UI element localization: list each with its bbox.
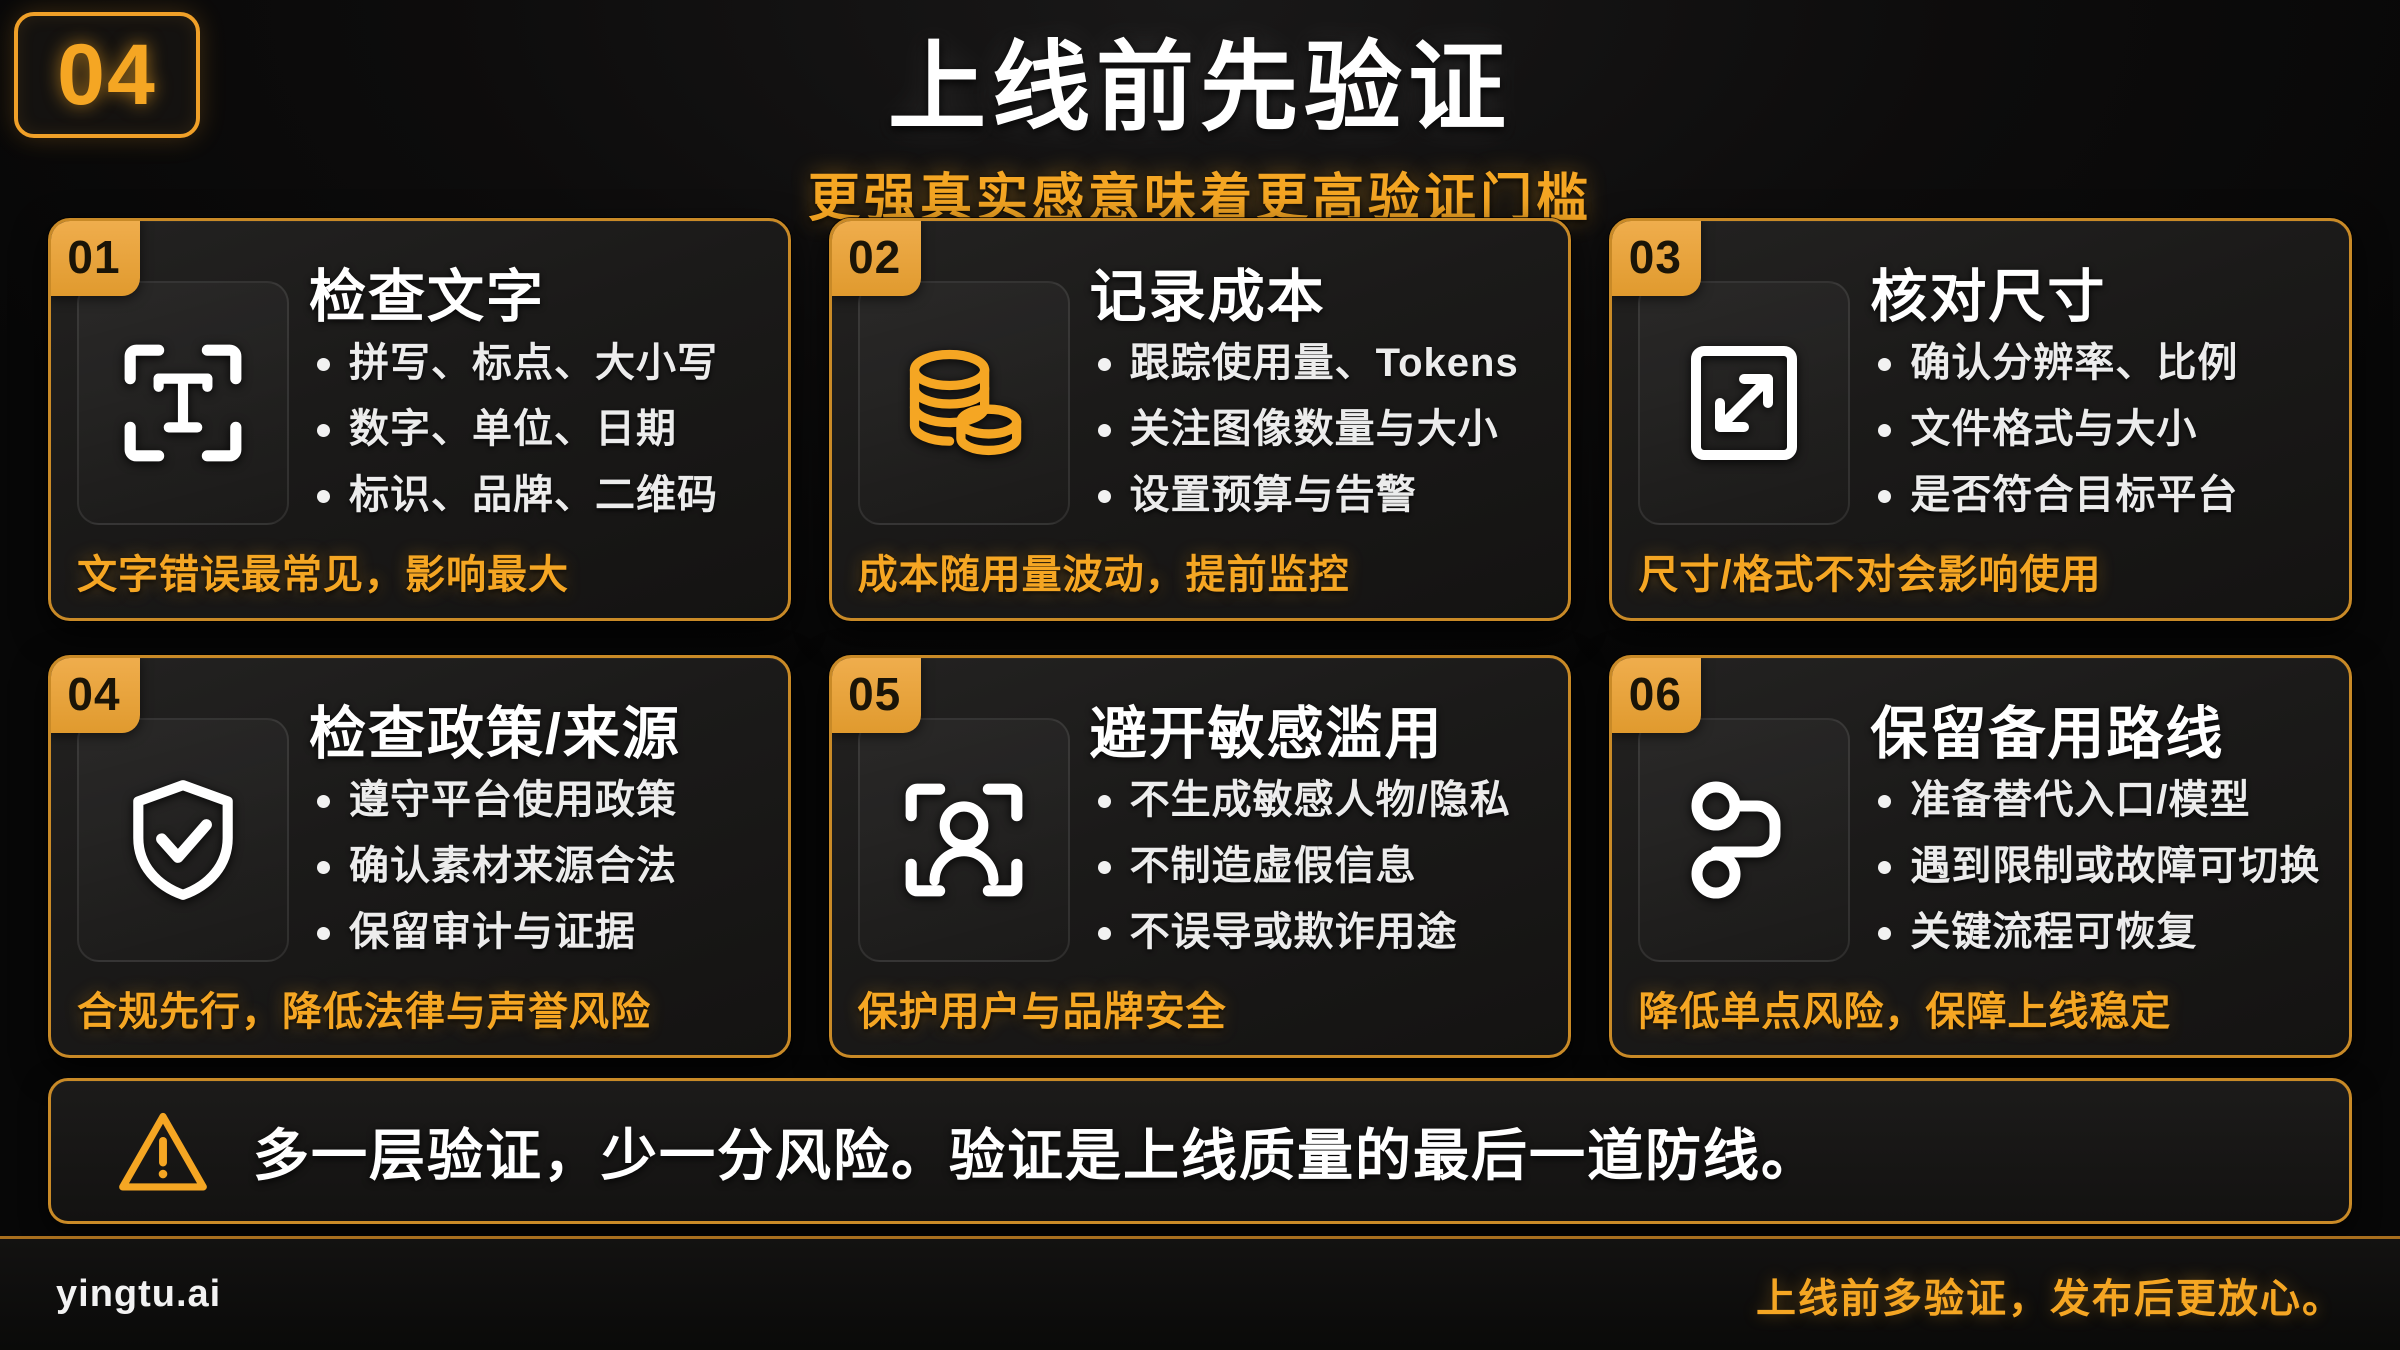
card-02-title: 记录成本 xyxy=(1089,265,1326,329)
card-03[interactable]: 03 核对尺寸 确认分辨率、比例 文件格式与大小 是否符合目标平台 xyxy=(1609,218,2352,621)
card-06-body: 保留备用路线 准备替代入口/模型 遇到限制或故障可切换 关键流程可恢复 xyxy=(1638,686,2323,962)
coins-stack-icon xyxy=(909,349,1021,456)
person-scan-icon xyxy=(905,783,1023,897)
card-02-footer: 成本随用量波动，提前监控 xyxy=(857,553,1350,597)
card-03-icon-box xyxy=(1638,281,1851,525)
card-03-title: 核对尺寸 xyxy=(1870,265,2107,329)
warning-triangle-icon xyxy=(119,1112,207,1191)
card-04-title: 检查政策/来源 xyxy=(309,702,681,766)
card-01-body: 检查文字 拼写、标点、大小写 数字、单位、日期 标识、品牌、二维码 xyxy=(77,249,762,525)
card-04[interactable]: 04 检查政策/来源 遵守平台使用政策 确认素材来源合法 保留审计与证据 xyxy=(48,655,791,1058)
card-04-text: 检查政策/来源 遵守平台使用政策 确认素材来源合法 保留审计与证据 xyxy=(309,702,762,954)
card-05-bullets: 不生成敏感人物/隐私 不制造虚假信息 不误导或欺诈用途 xyxy=(1090,780,1543,952)
card-06-title: 保留备用路线 xyxy=(1870,702,2225,766)
card-02-text: 记录成本 跟踪使用量、Tokens 关注图像数量与大小 设置预算与告警 xyxy=(1090,265,1543,517)
card-04-bullet-2: 确认素材来源合法 xyxy=(309,846,762,886)
card-06-bullet-2: 遇到限制或故障可切换 xyxy=(1870,846,2323,886)
card-01-title: 检查文字 xyxy=(309,265,545,329)
card-05-bullet-2: 不制造虚假信息 xyxy=(1090,846,1543,886)
card-grid: 01 检查文字 拼写、标点、大小写 数字、单位、日期 标识、品牌、二维码 xyxy=(48,218,2352,1058)
card-06[interactable]: 06 保留备用路线 准备替代入口/模型 遇到限制或故障可切换 关键流程 xyxy=(1609,655,2352,1058)
card-05-bullet-1: 不生成敏感人物/隐私 xyxy=(1090,780,1543,820)
card-04-body: 检查政策/来源 遵守平台使用政策 确认素材来源合法 保留审计与证据 xyxy=(77,686,762,962)
card-03-bullets: 确认分辨率、比例 文件格式与大小 是否符合目标平台 xyxy=(1870,343,2323,515)
card-01-bullet-2: 数字、单位、日期 xyxy=(309,409,762,449)
card-04-bullet-3: 保留审计与证据 xyxy=(309,912,762,952)
card-02-bullet-1: 跟踪使用量、Tokens xyxy=(1090,343,1543,383)
card-04-bullet-1: 遵守平台使用政策 xyxy=(309,780,762,820)
header: 04 上线前先验证 更强真实感意味着更高验证门槛 xyxy=(0,0,2400,228)
card-02-bullet-2: 关注图像数量与大小 xyxy=(1090,409,1543,449)
card-03-bullet-3: 是否符合目标平台 xyxy=(1870,475,2323,515)
card-02-number: 02 xyxy=(831,221,921,296)
route-nodes-icon xyxy=(1691,781,1781,899)
card-01-text: 检查文字 拼写、标点、大小写 数字、单位、日期 标识、品牌、二维码 xyxy=(309,265,762,517)
card-06-bullet-1: 准备替代入口/模型 xyxy=(1870,780,2323,820)
card-05-title: 避开敏感滥用 xyxy=(1089,702,1444,766)
card-02-bullet-3: 设置预算与告警 xyxy=(1090,475,1543,515)
summary-banner-text: 多一层验证，少一分风险。验证是上线质量的最后一道防线。 xyxy=(253,1123,1819,1187)
chapter-number-text: 04 xyxy=(57,26,157,123)
text-scan-icon xyxy=(124,344,242,462)
card-04-number: 04 xyxy=(50,658,140,733)
card-06-number: 06 xyxy=(1612,658,1702,733)
card-06-bullets: 准备替代入口/模型 遇到限制或故障可切换 关键流程可恢复 xyxy=(1870,780,2323,952)
card-01-icon-box xyxy=(77,281,289,525)
card-01-bullet-1: 拼写、标点、大小写 xyxy=(309,343,762,383)
card-05-icon-box xyxy=(857,718,1070,962)
card-03-body: 核对尺寸 确认分辨率、比例 文件格式与大小 是否符合目标平台 xyxy=(1638,249,2323,525)
card-03-bullet-1: 确认分辨率、比例 xyxy=(1870,343,2323,383)
brand-label: yingtu.ai xyxy=(56,1273,222,1315)
resize-square-icon xyxy=(1691,346,1798,460)
card-04-footer: 合规先行，降低法律与声誉风险 xyxy=(77,990,651,1034)
title-block: 上线前先验证 更强真实感意味着更高验证门槛 xyxy=(0,8,2400,231)
card-03-bullet-2: 文件格式与大小 xyxy=(1870,409,2323,449)
card-01-number: 01 xyxy=(50,221,140,296)
card-05-text: 避开敏感滥用 不生成敏感人物/隐私 不制造虚假信息 不误导或欺诈用途 xyxy=(1090,702,1543,954)
card-01-footer: 文字错误最常见，影响最大 xyxy=(77,553,569,597)
card-04-bullets: 遵守平台使用政策 确认素材来源合法 保留审计与证据 xyxy=(309,780,762,952)
card-02-icon-box xyxy=(857,281,1070,525)
card-01-bullets: 拼写、标点、大小写 数字、单位、日期 标识、品牌、二维码 xyxy=(309,343,762,515)
card-06-footer: 降低单点风险，保障上线稳定 xyxy=(1638,990,2172,1034)
card-05-footer: 保护用户与品牌安全 xyxy=(857,990,1227,1034)
card-03-text: 核对尺寸 确认分辨率、比例 文件格式与大小 是否符合目标平台 xyxy=(1870,265,2323,517)
card-02[interactable]: 02 记录成本 跟踪使用量、Tokens xyxy=(828,218,1572,621)
summary-banner: 多一层验证，少一分风险。验证是上线质量的最后一道防线。 xyxy=(48,1078,2352,1224)
card-05-number: 05 xyxy=(831,658,921,733)
card-05-bullet-3: 不误导或欺诈用途 xyxy=(1090,912,1543,952)
footer-tagline: 上线前多验证，发布后更放心。 xyxy=(1756,1276,2344,1321)
card-01-bullet-3: 标识、品牌、二维码 xyxy=(309,475,762,515)
card-02-bullets: 跟踪使用量、Tokens 关注图像数量与大小 设置预算与告警 xyxy=(1090,343,1543,515)
card-06-icon-box xyxy=(1638,718,1851,962)
card-02-body: 记录成本 跟踪使用量、Tokens 关注图像数量与大小 设置预算与告警 xyxy=(857,249,1543,525)
shield-check-icon xyxy=(133,780,233,900)
card-05[interactable]: 05 避开敏感滥用 不生成敏感人物/隐私 不制造虚假信息 不误导或欺诈用途 xyxy=(828,655,1572,1058)
card-05-body: 避开敏感滥用 不生成敏感人物/隐私 不制造虚假信息 不误导或欺诈用途 xyxy=(857,686,1543,962)
card-01[interactable]: 01 检查文字 拼写、标点、大小写 数字、单位、日期 标识、品牌、二维码 xyxy=(48,218,791,621)
card-03-footer: 尺寸/格式不对会影响使用 xyxy=(1638,553,2102,597)
card-06-text: 保留备用路线 准备替代入口/模型 遇到限制或故障可切换 关键流程可恢复 xyxy=(1870,702,2323,954)
card-04-icon-box xyxy=(77,718,289,962)
page-footer: yingtu.ai 上线前多验证，发布后更放心。 xyxy=(0,1236,2400,1350)
page-title: 上线前先验证 xyxy=(887,32,1512,142)
card-06-bullet-3: 关键流程可恢复 xyxy=(1870,912,2323,952)
card-03-number: 03 xyxy=(1612,221,1702,296)
chapter-number-badge: 04 xyxy=(14,12,200,138)
